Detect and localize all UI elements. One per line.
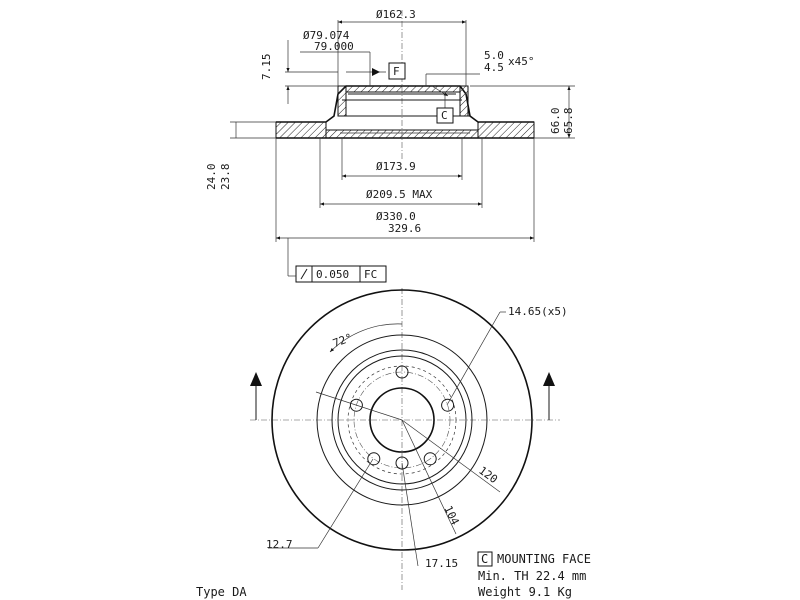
- bolt-hole: [367, 452, 381, 466]
- dim-104-label: 104: [441, 504, 462, 528]
- chamfer-lower-label: 4.5: [484, 61, 504, 74]
- height-lower-label: 65.8: [562, 108, 575, 135]
- chamfer-upper-label: 5.0: [484, 49, 504, 62]
- min-thickness-label: Min. TH 22.4 mm: [478, 569, 586, 583]
- hat-diameter-label: Ø162.3: [376, 8, 416, 21]
- runout-value-label: 0.050: [316, 268, 349, 281]
- mounting-face-datum-box: [477, 551, 493, 567]
- bolt-hole-label: 14.65(x5): [508, 305, 568, 318]
- dim-12-7-label: 12.7: [266, 538, 293, 551]
- outer-disc-edge: [271, 289, 533, 551]
- dim-120-label: 120: [476, 464, 500, 486]
- max-diameter-label: Ø209.5 MAX: [366, 188, 433, 201]
- bolt-angle-label: 72°: [331, 331, 354, 350]
- bolt-circle: [353, 371, 451, 469]
- runout-datum-label: FC: [364, 268, 377, 281]
- hat-offset-label: 7.15: [260, 54, 273, 81]
- runout-symbol-icon: [300, 268, 308, 280]
- mounting-face-datum-label: C: [481, 552, 488, 566]
- section-view: Ø162.3 Ø79.074 79.000 7.15 F 5.0 4.5 x45…: [205, 8, 575, 283]
- runout-frame: 0.050 FC: [295, 265, 387, 283]
- datum-c-box: [436, 107, 454, 124]
- bore-lower-label: 79.000: [314, 40, 354, 53]
- dim-17-15-label: 17.15: [425, 557, 458, 570]
- datum-f-label: F: [393, 65, 400, 78]
- section-arrow-left-icon: [250, 372, 262, 420]
- datum-f-box: [388, 62, 406, 80]
- outer-diameter-lower-label: 329.6: [388, 222, 421, 235]
- thickness-upper-label: 24.0: [205, 164, 218, 191]
- datum-c-label: C: [441, 109, 448, 122]
- height-upper-label: 66.0: [549, 108, 562, 135]
- chamfer-angle-label: x45°: [508, 55, 535, 68]
- bolt-hole: [441, 398, 455, 412]
- inner-diameter-label: Ø173.9: [376, 160, 416, 173]
- bore-upper-label: Ø79.074: [303, 29, 350, 42]
- section-arrow-right-icon: [543, 372, 555, 420]
- bolt-holes: [349, 365, 455, 470]
- weight-label: Weight 9.1 Kg: [478, 585, 572, 599]
- bolt-hole: [395, 365, 409, 379]
- front-view: 72° 14.65(x5) 120 104 12.7 17.15: [250, 288, 568, 590]
- outer-diameter-upper-label: Ø330.0: [376, 210, 416, 223]
- thickness-lower-label: 23.8: [219, 164, 232, 191]
- bolt-hole: [423, 452, 437, 466]
- notes: C MOUNTING FACE Min. TH 22.4 mm Weight 9…: [196, 551, 591, 599]
- type-label: Type DA: [196, 585, 247, 599]
- center-bore: [369, 387, 435, 453]
- mounting-face-label: MOUNTING FACE: [497, 552, 591, 566]
- bolt-hole: [349, 398, 363, 412]
- friction-ring-inner-edge: [316, 334, 488, 506]
